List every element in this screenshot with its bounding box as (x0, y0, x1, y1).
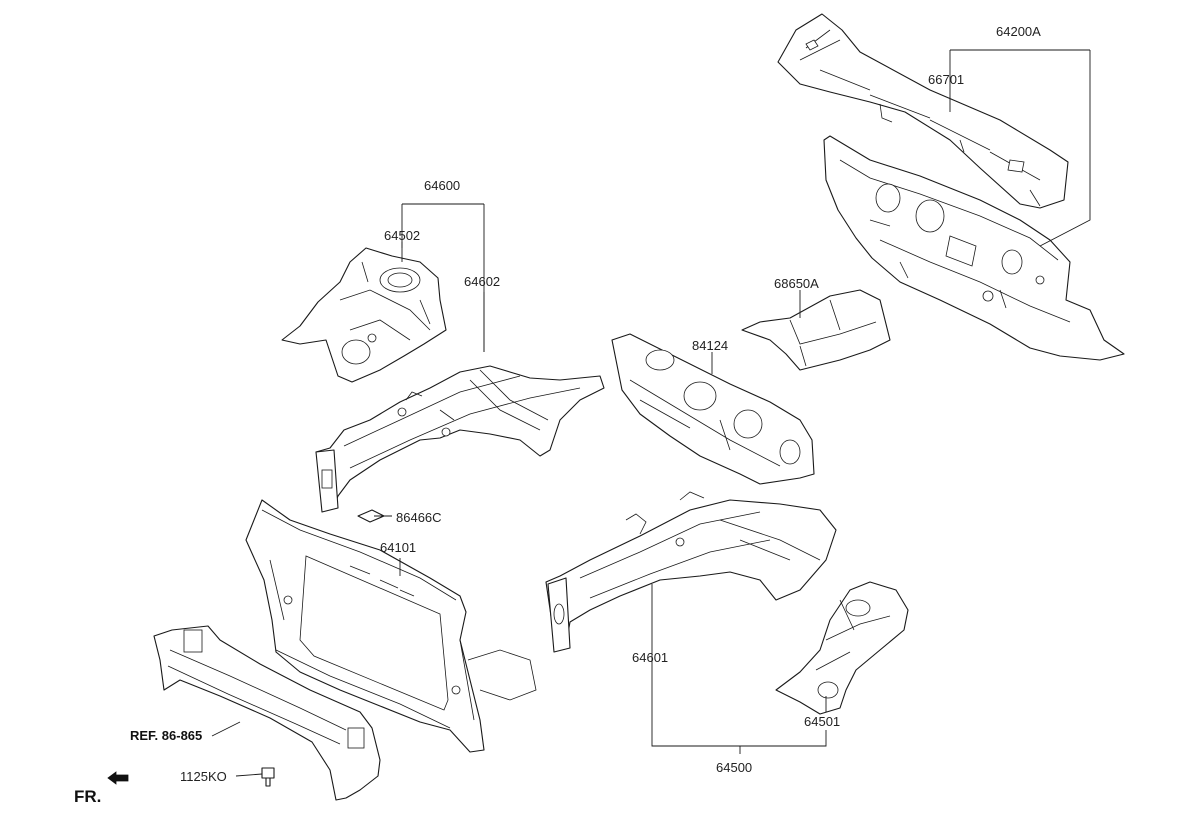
label-84124: 84124 (692, 338, 728, 353)
dash-panel-64200A (777, 13, 1125, 361)
front-end-module-carrier-64101 (245, 499, 537, 753)
fender-apron-64502 (281, 247, 447, 383)
leader-lines (211, 49, 1091, 777)
front-side-member-64601 (545, 491, 837, 653)
label-64502: 64502 (384, 228, 420, 243)
label-fr: FR. (74, 787, 101, 806)
front-bumper-beam (153, 625, 381, 801)
label-64601: 64601 (632, 650, 668, 665)
label-64501: 64501 (804, 714, 840, 729)
label-1125KO: 1125KO (180, 769, 227, 784)
label-64602: 64602 (464, 274, 500, 289)
dash-insulator-68650A (741, 289, 891, 371)
part-number-labels: 64200A 66701 64600 64502 64602 68650A 84… (74, 24, 1041, 806)
label-68650A: 68650A (774, 276, 819, 291)
dash-panel-inner-84124 (611, 333, 815, 485)
label-ref-86-865: REF. 86-865 (130, 728, 202, 743)
label-64600: 64600 (424, 178, 460, 193)
bolt-1125KO (261, 767, 275, 787)
label-64101: 64101 (380, 540, 416, 555)
label-64200A: 64200A (996, 24, 1041, 39)
label-64500: 64500 (716, 760, 752, 775)
front-side-member-64602 (315, 365, 605, 513)
label-86466C: 86466C (396, 510, 442, 525)
label-66701: 66701 (928, 72, 964, 87)
fender-apron-64501 (775, 581, 909, 715)
front-direction-arrow-icon (107, 771, 129, 785)
